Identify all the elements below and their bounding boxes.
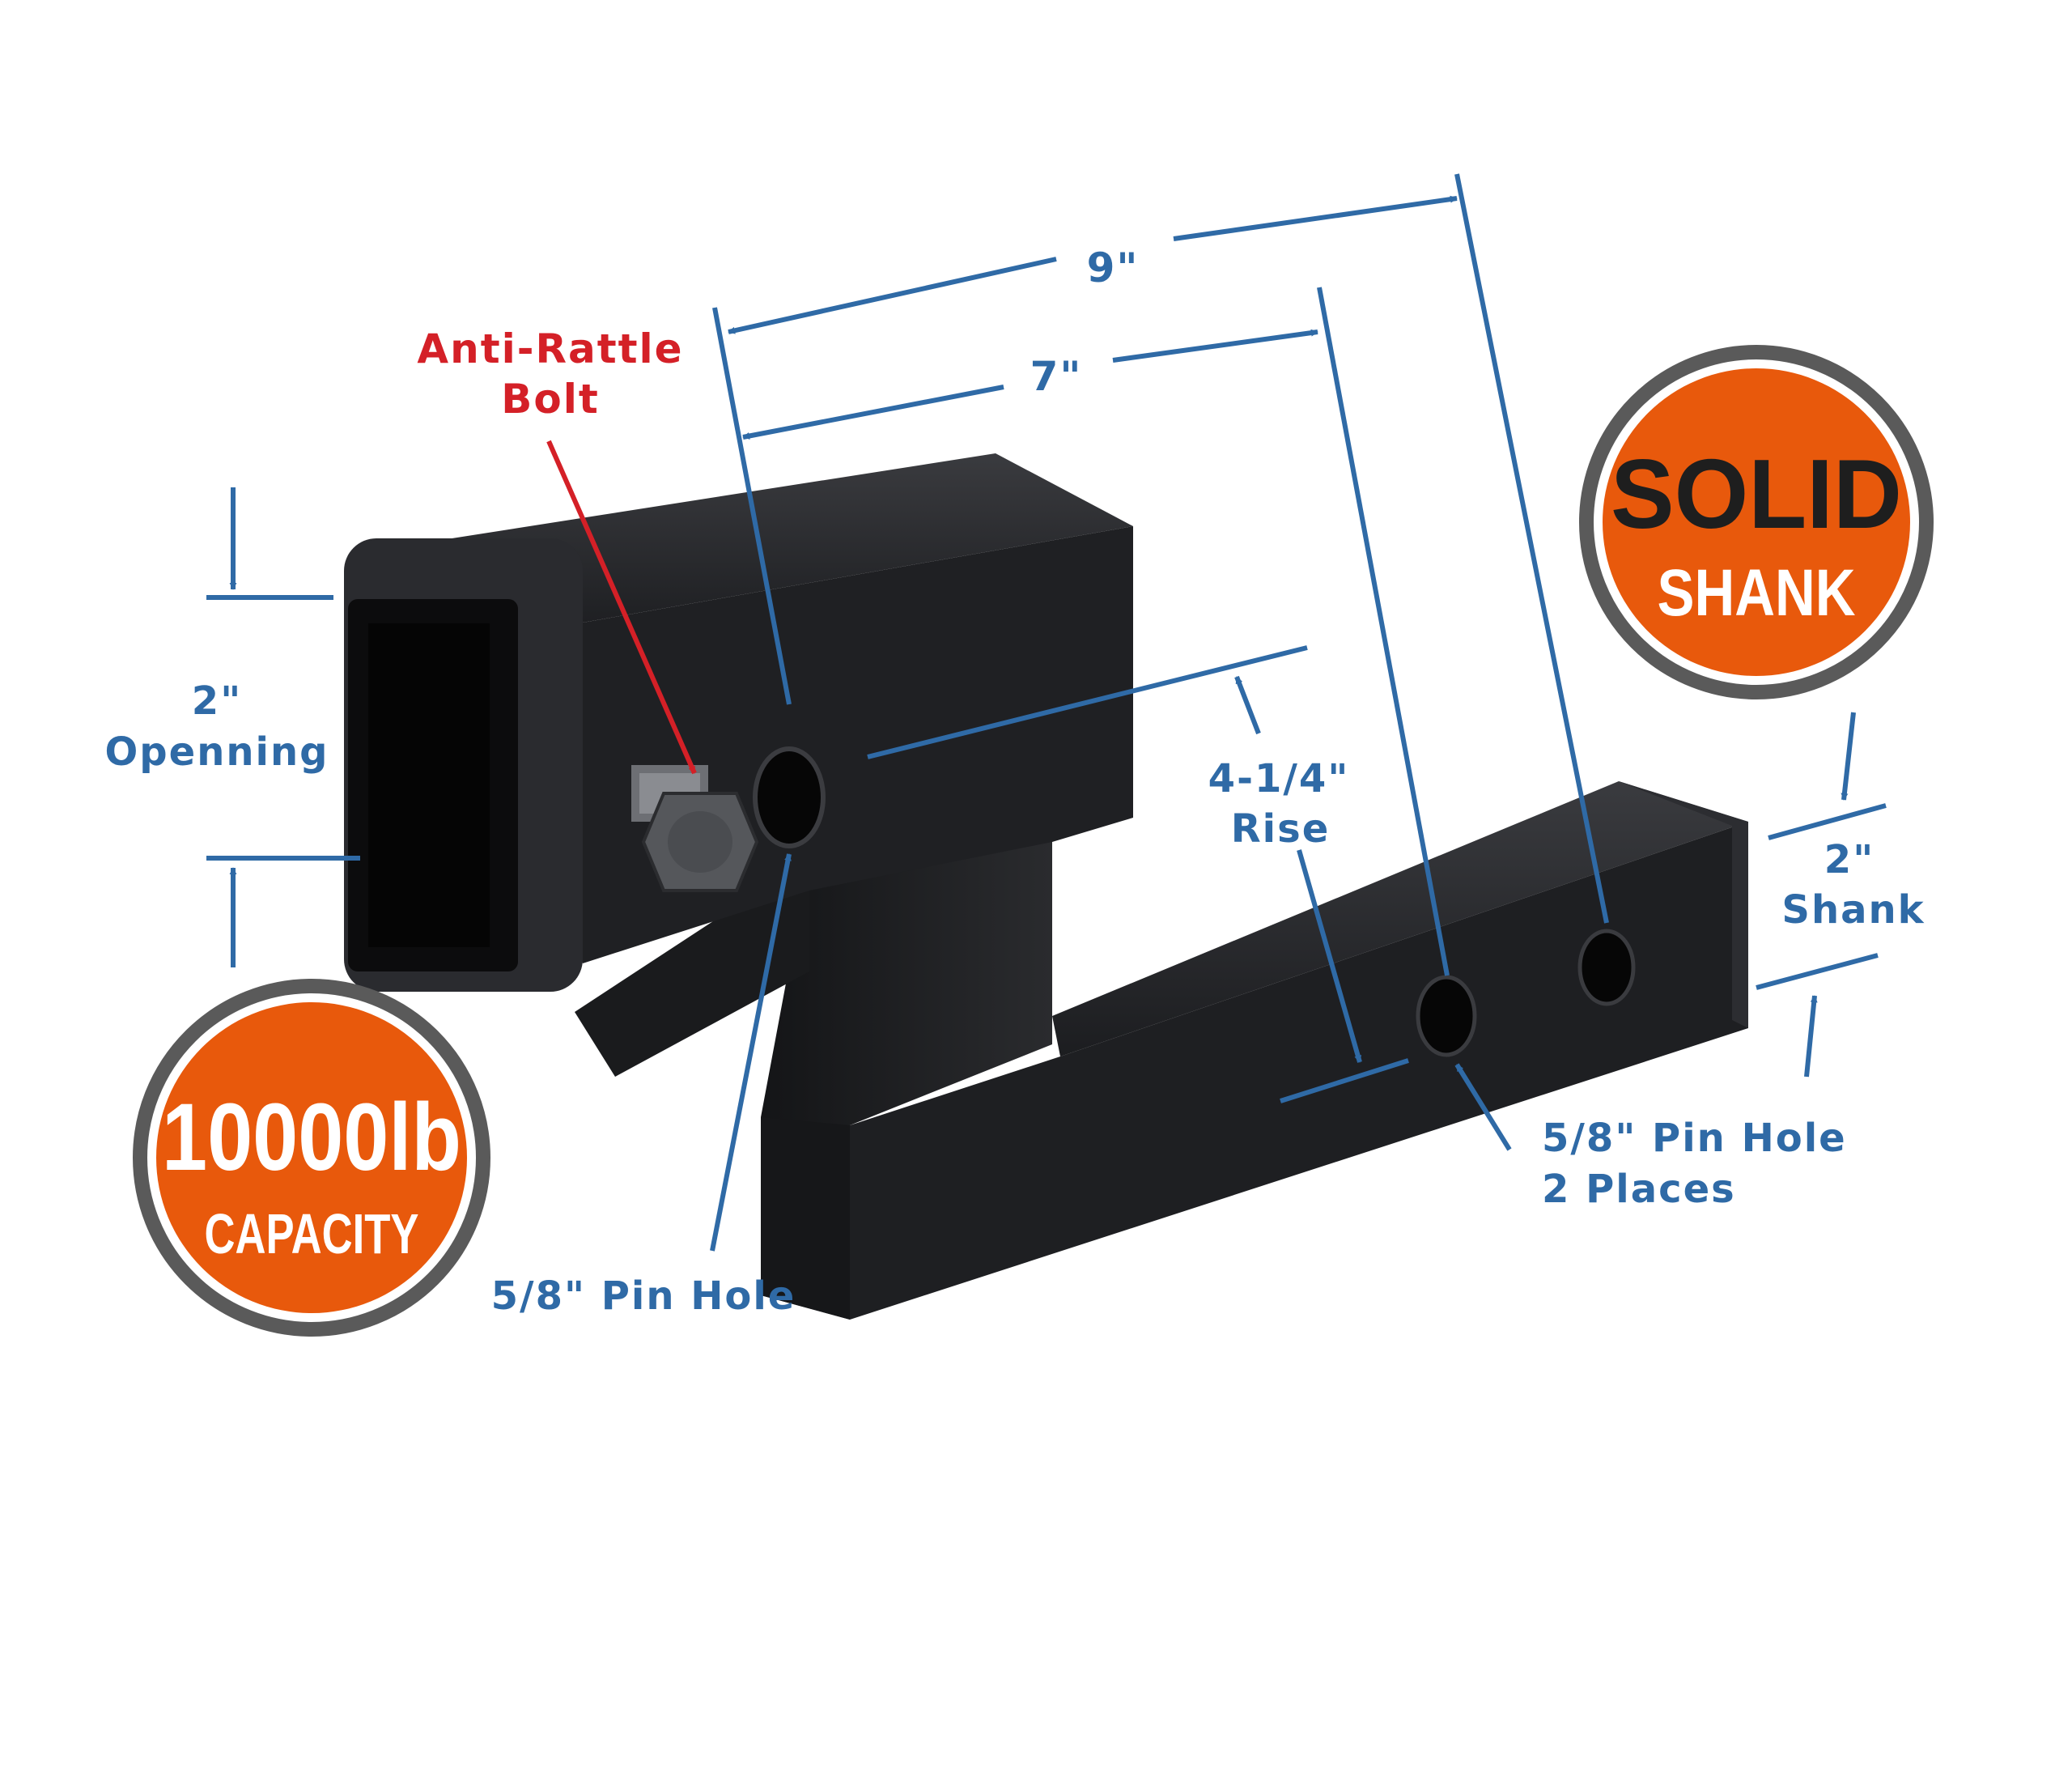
solid-shank-badge-line1: SOLID bbox=[1611, 439, 1902, 549]
solid-shank-badge: SOLID SHANK bbox=[1579, 345, 1934, 699]
shank-pin-hole-label-line1: 5/8" Pin Hole bbox=[1542, 1116, 1847, 1161]
opening-text-label: Openning bbox=[104, 729, 329, 775]
receiver-pin-hole-label: 5/8" Pin Hole bbox=[491, 1273, 796, 1319]
hitch-riser-product bbox=[344, 453, 1748, 1320]
rise-text-label: Rise bbox=[1231, 806, 1331, 852]
capacity-badge-line2: CAPACITY bbox=[205, 1202, 419, 1265]
opening-value-label: 2" bbox=[192, 678, 242, 724]
capacity-badge-line1: 10000lb bbox=[162, 1084, 461, 1191]
rise-value-label: 4-1/4" bbox=[1208, 756, 1350, 801]
anti-rattle-label-line2: Bolt bbox=[501, 376, 600, 423]
dim-9-label: 9" bbox=[1087, 244, 1140, 291]
shank-value-label: 2" bbox=[1824, 837, 1875, 882]
dim-7-label: 7" bbox=[1030, 353, 1083, 400]
shank-text-label: Shank bbox=[1781, 887, 1925, 933]
anti-rattle-arrow bbox=[546, 440, 697, 775]
anti-rattle-label-line1: Anti-Rattle bbox=[417, 325, 683, 372]
dimension-lines bbox=[206, 173, 1887, 1252]
shank-pin-hole-label-line2: 2 Places bbox=[1542, 1167, 1736, 1212]
capacity-badge: 10000lb CAPACITY bbox=[133, 979, 490, 1337]
anti-rattle-bolt-icon bbox=[631, 765, 759, 892]
solid-shank-badge-line2: SHANK bbox=[1658, 556, 1856, 630]
